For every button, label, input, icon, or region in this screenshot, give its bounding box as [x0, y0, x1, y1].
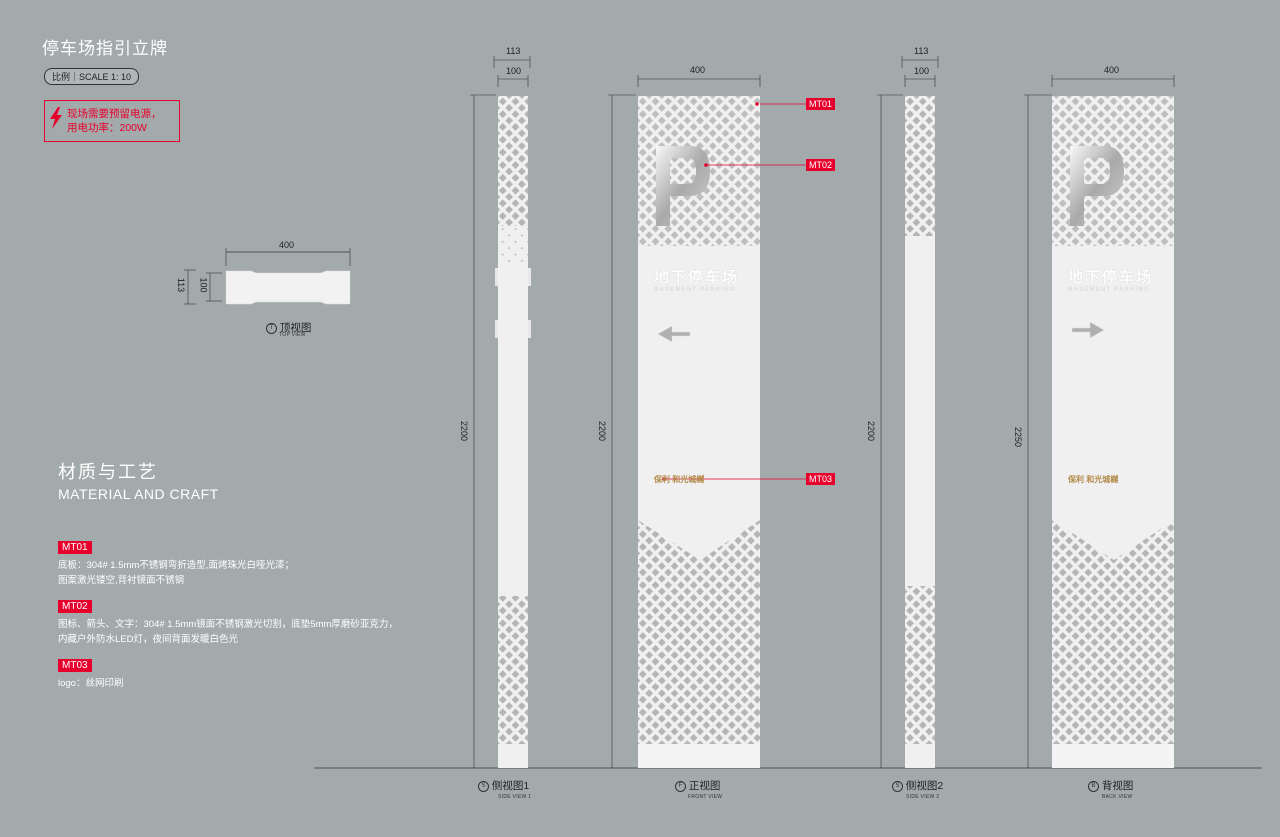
front-symbol: F	[675, 780, 686, 792]
page-title: 停车场指引立牌	[42, 39, 168, 58]
side1-label-en: SIDE VIEW 1	[498, 794, 532, 800]
front-height-dim: 2200	[597, 420, 608, 442]
material-tag: MT03	[58, 659, 92, 672]
front-label: F 正视图	[675, 778, 755, 793]
material-desc-line2: 图案激光镂空,背衬镜面不锈钢	[58, 575, 185, 586]
back-label-en: BACK VIEW	[1102, 794, 1133, 800]
top-view-label-en: TOP VIEW	[279, 332, 306, 338]
material-desc-line1: logo：丝网印刷	[58, 678, 124, 689]
back-height-dim: 2250	[1013, 426, 1024, 448]
material-mt01: MT01 底板：304# 1.5mm不锈钢弯折造型,面烤珠光白哑光漆； 图案激光…	[58, 537, 294, 588]
front-logo: 保利 和光城樾	[654, 475, 705, 484]
top-view-label-cn: 顶视图	[279, 322, 312, 334]
callout-mt02: MT02	[806, 159, 836, 171]
side1-symbol: S	[478, 780, 489, 792]
back-label: B 背视图	[1088, 778, 1168, 793]
top-view-symbol: T	[266, 322, 277, 334]
material-desc-line1: 底板：304# 1.5mm不锈钢弯折造型,面烤珠光白哑光漆；	[58, 560, 294, 571]
power-note: 现场需要预留电源， 用电功率：200W	[44, 100, 180, 142]
side2-inner-dim: 100	[914, 66, 930, 76]
back-symbol: B	[1088, 780, 1099, 792]
material-tag: MT02	[58, 600, 92, 613]
front-parking-en: BASEMENT PARKING	[654, 287, 736, 293]
side2-height-dim: 2200	[866, 420, 877, 442]
material-mt03: MT03 logo：丝网印刷	[58, 655, 123, 691]
side2-label-en: SIDE VIEW 2	[906, 794, 940, 800]
side1-outer-dim: 113	[506, 46, 521, 56]
side1-inner-dim: 100	[506, 66, 522, 76]
top-view: 400 113 100 T 顶视图 TOP VIEW	[176, 238, 356, 338]
top-view-width-dim: 400	[279, 240, 295, 250]
back-label-cn: 背视图	[1101, 780, 1134, 792]
material-tag: MT01	[58, 541, 92, 554]
lightning-icon	[45, 107, 67, 135]
materials-title: 材质与工艺	[58, 462, 158, 482]
material-mt02: MT02 图标、箭头、文字：304# 1.5mm镜面不锈钢激光切割，底垫5mm厚…	[58, 596, 398, 647]
materials-subtitle: MATERIAL AND CRAFT	[58, 486, 219, 502]
front-width-dim: 400	[690, 65, 706, 75]
back-logo: 保利 和光城樾	[1068, 475, 1119, 484]
side1-label-cn: 侧视图1	[491, 780, 530, 792]
material-desc-line2: 内藏户外防水LED灯，夜间背面发暖白色光	[58, 634, 238, 645]
side2-outer-dim: 113	[914, 46, 929, 56]
power-note-line2: 用电功率：200W	[67, 122, 147, 134]
side2-label: S 侧视图2	[892, 778, 972, 793]
back-parking-cn: 地下停车场	[1068, 269, 1154, 286]
side2-label-cn: 侧视图2	[905, 780, 944, 792]
front-parking-cn: 地下停车场	[654, 269, 740, 286]
top-view-drawing	[184, 248, 351, 305]
front-label-en: FRONT VIEW	[688, 794, 723, 800]
front-label-cn: 正视图	[688, 780, 721, 792]
material-desc-line1: 图标、箭头、文字：304# 1.5mm镜面不锈钢激光切割，底垫5mm厚磨砂亚克力…	[58, 619, 398, 630]
top-view-label: T 顶视图	[266, 320, 346, 335]
side2-symbol: S	[892, 780, 903, 792]
back-parking-en: BASEMENT PARKING	[1068, 287, 1150, 293]
back-width-dim: 400	[1104, 65, 1120, 75]
callout-mt03: MT03	[806, 473, 836, 485]
side1-height-dim: 2200	[459, 420, 470, 442]
callout-mt01: MT01	[806, 98, 836, 110]
power-note-line1: 现场需要预留电源，	[67, 108, 162, 120]
scale-badge: 比例｜SCALE 1: 10	[44, 68, 140, 85]
side1-label: S 侧视图1	[478, 778, 558, 793]
